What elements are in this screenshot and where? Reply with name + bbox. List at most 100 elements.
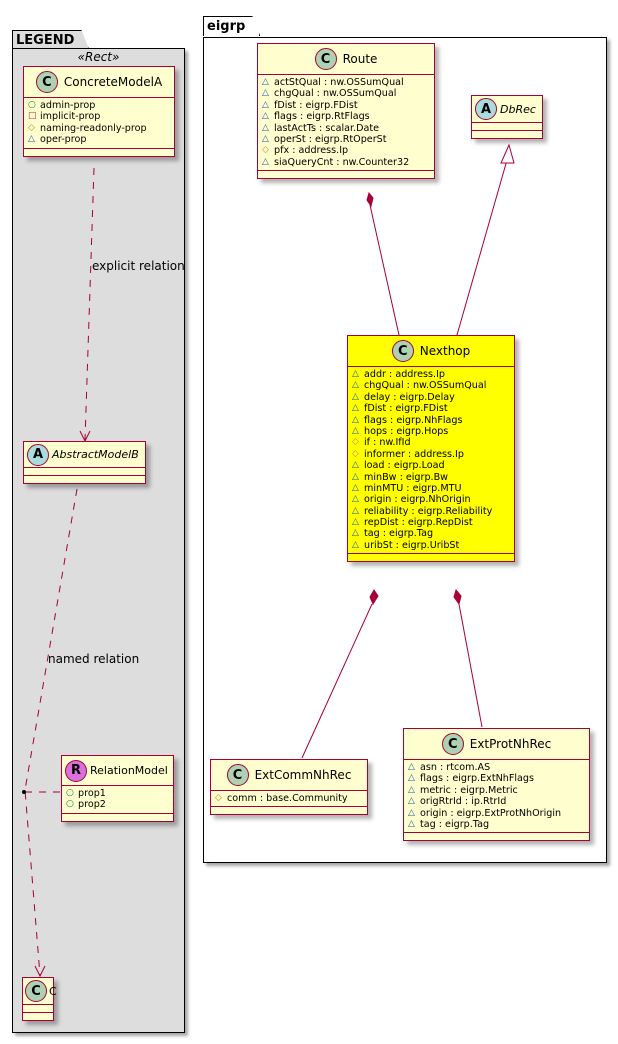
route-composition-diamond — [366, 191, 374, 208]
attribute-list: ○prop1 ○prop2 — [62, 786, 173, 814]
attribute-text: oper-prop — [40, 134, 87, 146]
attribute: △tag : eigrp.Tag — [352, 528, 510, 539]
package-visibility-icon: △ — [352, 517, 359, 528]
attribute: △ siaQueryCnt : nw.Counter32 — [262, 157, 430, 168]
package-visibility-icon: △ — [352, 460, 359, 471]
attribute: ◇naming-readonly-prop — [28, 123, 170, 134]
package-visibility-icon: △ — [262, 88, 269, 99]
attribute: △operSt : eigrp.RtOperSt — [262, 134, 430, 145]
attribute-text: operSt : eigrp.RtOperSt — [274, 133, 387, 145]
attribute-list: △ actStQual : nw.OSSumQual△chgQual : nw.O… — [258, 75, 434, 172]
attribute: ○admin-prop — [28, 100, 170, 111]
attribute: △uribSt : eigrp.UribSt — [352, 540, 510, 551]
route-nexthop-composition — [369, 204, 400, 336]
class-name: ExtProtNhRec — [469, 737, 552, 751]
attribute-text: origin : eigrp.NhOrigin — [364, 494, 471, 506]
attribute: △repDist : eigrp.RepDist — [352, 517, 510, 528]
attribute: ◇ comm : base.Community — [215, 793, 363, 804]
class-nexthop[interactable]: C Nexthop △addr : address.Ip△chgQual : n… — [347, 335, 515, 563]
class-abstract-model-b[interactable]: A AbstractModelB — [23, 441, 146, 484]
attribute-text: informer : address.Ip — [364, 448, 464, 460]
attribute: △asn : rtcom.AS — [408, 762, 585, 773]
attributes-compartment — [472, 123, 542, 131]
class-header: C Route — [258, 44, 434, 75]
protected-visibility-icon: ◇ — [215, 793, 222, 803]
methods-compartment — [472, 131, 542, 138]
class-header: C ConcreteModelA — [24, 67, 174, 98]
private-visibility-icon: □ — [28, 111, 37, 122]
attribute-text: if : nw.IfId — [364, 437, 411, 449]
attribute: △lastActTs : scalar.Date — [262, 123, 430, 134]
package-visibility-icon: △ — [352, 391, 359, 402]
attribute-text: siaQueryCnt : nw.Counter32 — [274, 156, 410, 168]
nexthop-dbrec-inheritance — [456, 159, 508, 336]
attribute: △ oper-prop — [28, 134, 170, 145]
attribute-list: ○admin-prop □implicit-prop ◇naming-reado… — [24, 98, 174, 149]
public-visibility-icon: ○ — [28, 100, 36, 110]
attribute-text: fDist : eigrp.FDist — [364, 403, 448, 415]
attributes-compartment — [24, 468, 145, 476]
class-header: C ExtCommNhRec — [211, 760, 367, 791]
named-relation-line — [24, 488, 78, 976]
protected-visibility-icon: ◇ — [352, 437, 359, 448]
attribute: △chgQual : nw.OSSumQual — [262, 88, 430, 99]
attribute-text: hops : eigrp.Hops — [364, 425, 449, 437]
attribute: △flags : eigrp.ExtNhFlags — [408, 773, 585, 784]
methods-compartment — [24, 149, 174, 156]
class-name: Route — [342, 52, 378, 66]
class-name: AbstractModelB — [52, 448, 139, 461]
class-name: ExtCommNhRec — [254, 768, 352, 782]
methods-compartment — [24, 476, 145, 483]
class-name: ConcreteModelA — [63, 75, 163, 89]
class-badge-icon: C — [441, 733, 464, 755]
attribute-text: flags : eigrp.ExtNhFlags — [420, 773, 534, 785]
attribute-text: actStQual : nw.OSSumQual — [274, 77, 404, 88]
class-relation-model[interactable]: R RelationModel ○prop1 ○prop2 — [61, 755, 174, 822]
attribute: △hops : eigrp.Hops — [352, 426, 510, 437]
attribute-text: addr : address.Ip — [364, 369, 445, 380]
public-visibility-icon: ○ — [66, 788, 74, 798]
relation-junction-dot — [22, 790, 26, 794]
class-concrete-model-a[interactable]: C ConcreteModelA ○admin-prop □implicit-p… — [23, 66, 175, 157]
legend-package — [12, 48, 185, 1033]
class-extcommnhrec[interactable]: C ExtCommNhRec ◇ comm : base.Community — [210, 759, 368, 816]
package-visibility-icon: △ — [352, 528, 359, 539]
package-visibility-icon: △ — [408, 818, 415, 829]
attribute: △origin : eigrp.NhOrigin — [352, 494, 510, 505]
attribute-text: lastActTs : scalar.Date — [274, 122, 380, 134]
package-visibility-icon: △ — [352, 471, 359, 482]
package-visibility-icon: △ — [28, 134, 35, 145]
attribute-text: origRtrId : ip.RtrId — [420, 796, 507, 808]
nexthop-extprot-composition — [458, 603, 483, 728]
attribute-text: implicit-prop — [40, 111, 101, 123]
named-relation-label: named relation — [48, 652, 140, 666]
attribute-list: △addr : address.Ip△chgQual : nw.OSSumQua… — [348, 367, 514, 555]
abstract-badge-icon: A — [475, 98, 497, 120]
attribute: □implicit-prop — [28, 111, 170, 122]
attribute: △ metric : eigrp.Metric — [408, 785, 585, 796]
methods-compartment — [348, 554, 514, 561]
attribute-list: △asn : rtcom.AS△flags : eigrp.ExtNhFlags… — [404, 760, 589, 834]
attribute-text: metric : eigrp.Metric — [420, 784, 518, 796]
named-relation-arrowhead — [34, 965, 46, 978]
class-route[interactable]: C Route △ actStQual : nw.OSSumQual△chgQua… — [257, 43, 435, 180]
methods-compartment — [62, 814, 173, 821]
package-visibility-icon: △ — [352, 414, 359, 425]
extcomm-composition-diamond — [369, 589, 379, 606]
attribute-text: comm : base.Community — [227, 793, 348, 804]
class-extprotnhrec[interactable]: C ExtProtNhRec △asn : rtcom.AS△flags : e… — [403, 728, 590, 842]
attribute: △origRtrId : ip.RtrId — [408, 796, 585, 807]
attribute-text: fDist : eigrp.FDist — [274, 99, 358, 111]
attribute-text: prop1 — [78, 788, 106, 799]
attribute-text: naming-readonly-prop — [40, 122, 147, 134]
package-visibility-icon: △ — [262, 156, 269, 167]
attribute-text: minMTU : eigrp.MTU — [364, 482, 462, 494]
public-visibility-icon: ○ — [66, 799, 74, 810]
package-visibility-icon: △ — [408, 784, 415, 795]
class-c[interactable]: C C — [22, 977, 57, 1021]
attribute: ○ prop1 — [66, 788, 169, 799]
class-dbrec[interactable]: A DbRec — [471, 95, 543, 139]
class-header: R RelationModel — [62, 756, 173, 786]
methods-compartment — [23, 1013, 53, 1020]
